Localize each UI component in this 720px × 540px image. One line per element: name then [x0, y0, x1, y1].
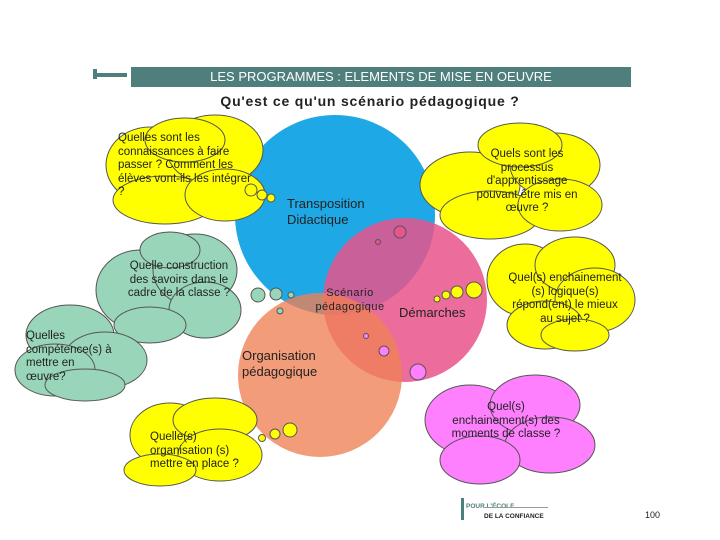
cloud-processus [419, 122, 603, 240]
cloud-text-organisation-place: Quelle(s) organisation (s) mettre en pla… [150, 431, 239, 470]
banner-bar [131, 67, 631, 87]
cloud-text-processus: Quels sont les processus d'apprentissage… [476, 148, 578, 214]
cloud-connaissances [105, 114, 266, 225]
cloud-text-connaissances: Quelles sont les connaissances à faire p… [118, 132, 251, 198]
bubble-trails [250, 225, 483, 442]
cloud-enchainement-sujet [486, 236, 636, 352]
logo-accent-bar [461, 498, 464, 520]
cloud-enchainement-moments [424, 374, 596, 485]
cloud-text-enchainement-sujet: Quel(s) enchainement (s) logique(s) répo… [508, 272, 622, 325]
label-scenario: Scénario pédagogique [315, 287, 385, 313]
header-accent-horizontal [93, 73, 127, 77]
page-subtitle: Qu'est ce qu'un scénario pédagogique ? [220, 93, 520, 109]
cloud-competences [14, 304, 148, 402]
label-organisation: Organisation pédagogique [242, 348, 318, 379]
logo-rule [484, 507, 548, 508]
banner-title: LES PROGRAMMES : ELEMENTS DE MISE EN OEU… [210, 69, 552, 84]
cloud-text-construction: Quelle construction des savoirs dans le … [127, 260, 231, 299]
circle-organisation [238, 293, 402, 457]
label-demarches: Démarches [399, 305, 466, 320]
logo-line2: DE LA CONFIANCE [484, 513, 544, 520]
cloud-text-competences: Quelles compétence(s) à mettre en œuvre? [26, 330, 112, 383]
cloud-organisation-place [123, 397, 263, 487]
page-number: 100 [645, 510, 661, 520]
label-transposition: Transposition Didactique [287, 196, 365, 227]
cloud-text-enchainement-moments: Quel(s) enchainement(s) des moments de c… [451, 401, 561, 440]
cloud-connaissances-bubbles [244, 183, 276, 203]
logo-line1: POUR L'ÉCOLE [466, 503, 515, 510]
cloud-construction [95, 231, 242, 344]
